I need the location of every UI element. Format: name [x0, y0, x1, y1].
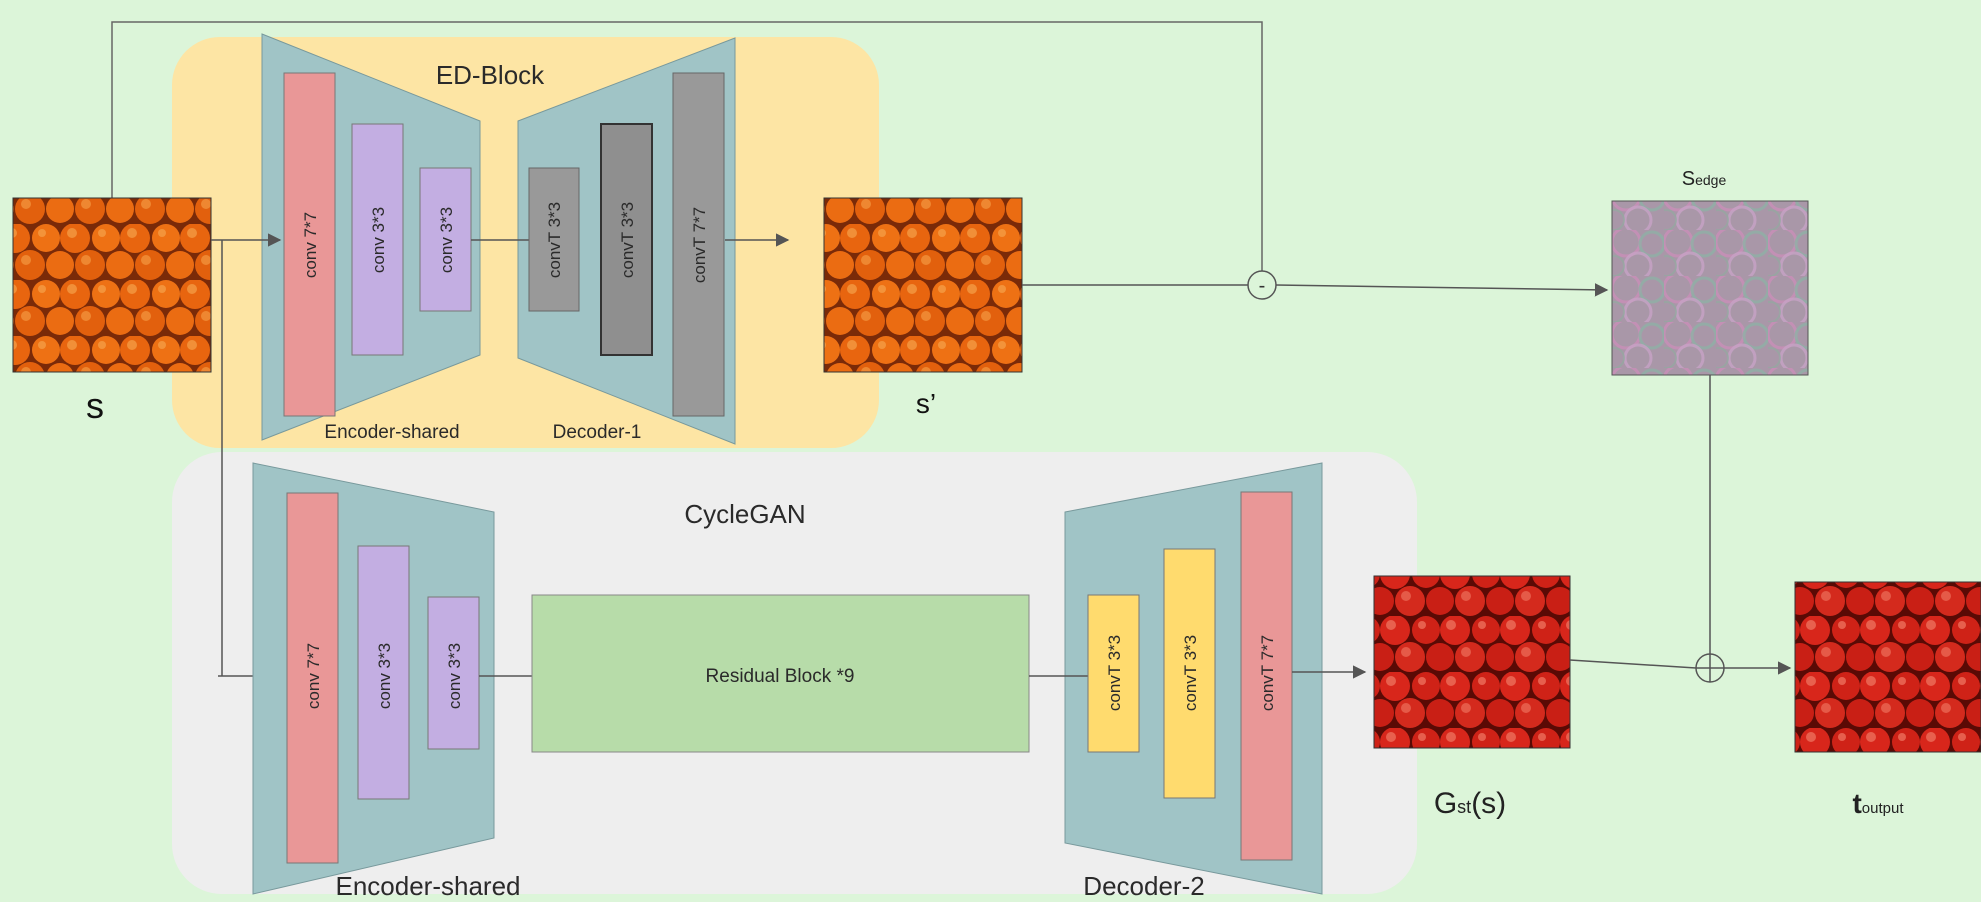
- residual-block-label: Residual Block *9: [706, 666, 855, 687]
- ed-decoder-layer-convT3b-label: convT 3*3: [618, 202, 637, 278]
- edge-map-image: [1611, 200, 1809, 376]
- ed-decoder-layer-convT7-label: convT 7*7: [690, 207, 709, 283]
- cg-encoder-layer-conv7: [286, 492, 339, 864]
- output-image-label: toutput: [1852, 788, 1904, 819]
- edge-map-label: Sedge: [1682, 168, 1727, 190]
- cg-decoder-layer-convT3b: [1163, 548, 1216, 799]
- cg-encoder-layer-conv3b: [427, 596, 480, 750]
- cg-encoder-layer-conv3b-label: conv 3*3: [445, 643, 464, 709]
- ed-encoder-label: Encoder-shared: [324, 422, 459, 443]
- cg-decoder-layer-convT7-label: convT 7*7: [1258, 635, 1277, 711]
- recon-image-s-prime: [823, 197, 1023, 373]
- ed-decoder-layer-convT3a-label: convT 3*3: [545, 202, 564, 278]
- cg-encoder-layer-conv3a: [357, 545, 410, 800]
- recon-image-label: s’: [916, 388, 936, 419]
- cyclegan-title: CycleGAN: [684, 499, 805, 529]
- cg-decoder-layer-convT3a-label: convT 3*3: [1105, 635, 1124, 711]
- ed-decoder-layer-convT3b: [600, 123, 653, 356]
- skip-connection-line: [111, 21, 1263, 277]
- generated-image-gst: [1373, 575, 1571, 749]
- ed-decoder-label: Decoder-1: [553, 422, 642, 443]
- generated-image-label: Gst(s): [1434, 787, 1506, 820]
- cg-encoder-layer-conv7-label: conv 7*7: [304, 643, 323, 709]
- input-image-label: s: [86, 385, 104, 426]
- ed-decoder-layer-convT3a: [528, 167, 580, 312]
- output-image-t: [1794, 581, 1981, 753]
- gen-to-plus-line: [1569, 659, 1697, 669]
- cyclegan-decoder-label: Decoder-2: [1083, 871, 1204, 897]
- ed-encoder-layer-conv7: [283, 72, 336, 417]
- ed-decoder-layer-convT7: [672, 72, 725, 417]
- cg-decoder-layer-convT3b-label: convT 3*3: [1181, 635, 1200, 711]
- cyclegan-encoder-label: Encoder-shared: [336, 871, 521, 897]
- ed-encoder-layer-conv3a: [351, 123, 404, 356]
- input-image-s: [12, 197, 212, 373]
- ed-encoder-layer-conv3a-label: conv 3*3: [369, 207, 388, 273]
- minus-to-edge-arrow: [1275, 283, 1609, 297]
- minus-operator-symbol: -: [1259, 275, 1266, 297]
- cg-encoder-layer-conv3a-label: conv 3*3: [375, 643, 394, 709]
- residual-block: [531, 594, 1030, 753]
- ed-encoder-layer-conv7-label: conv 7*7: [301, 212, 320, 278]
- cg-decoder-layer-convT3a: [1087, 594, 1140, 753]
- ed-block-title: ED-Block: [436, 60, 545, 90]
- ed-encoder-layer-conv3b-label: conv 3*3: [437, 207, 456, 273]
- cg-decoder-layer-convT7: [1240, 491, 1293, 861]
